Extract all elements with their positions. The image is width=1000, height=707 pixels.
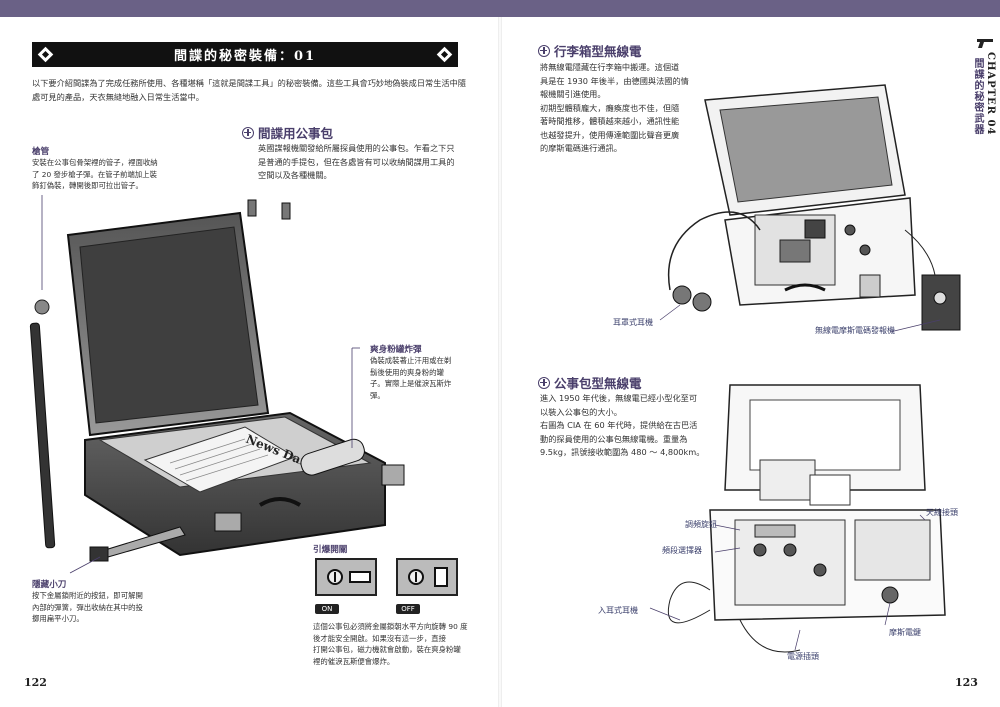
lock-slot-vertical xyxy=(434,567,448,587)
crosshair-icon xyxy=(538,44,550,57)
tuning-knob-label: 調頻旋鈕 xyxy=(685,520,717,529)
detonator-text: 後才能安全開啟。如果沒有這一步，直接 xyxy=(313,633,447,643)
hidden-knife-text: 內部的彈簧，彈出收納在其中的投 xyxy=(32,602,143,612)
gun-pipe-text: 了 20 發步槍子彈。在管子前端加上裝 xyxy=(32,169,157,179)
section-title: 行李箱型無線電 xyxy=(554,44,642,59)
body-line: 以裝入公事包的大小。 xyxy=(540,406,622,417)
powder-bomb-text: 鬍後使用的爽身粉的罐 xyxy=(370,367,444,377)
detonator-text: 這個公事包必須將金屬鎖朝水平方向旋轉 90 度 xyxy=(313,622,468,631)
briefcase-radio-body: 進入 1950 年代後，無線電已經小型化至可 以裝入公事包的大小。 右圖為 CI… xyxy=(540,392,720,460)
powder-bomb-title: 爽身粉罐炸彈 xyxy=(370,345,422,355)
switch-off-diagram xyxy=(396,558,458,596)
diamond-ornament-icon xyxy=(436,46,453,63)
in-ear-earphone-label: 入耳式耳機 xyxy=(598,606,638,615)
section-title: 間諜用公事包 xyxy=(258,126,334,141)
lock-slot-horizontal xyxy=(349,571,371,583)
left-page-banner: 間諜的秘密裝備：01 xyxy=(32,42,458,67)
detonator-text: 裡的催淚瓦斯便會爆炸。 xyxy=(313,656,395,666)
gun-pipe-label: 槍管 安裝在公事包骨架裡的管子，裡面收納 了 20 發步槍子彈。在管子前端加上裝… xyxy=(32,145,162,192)
lock-knob-icon xyxy=(327,569,343,585)
body-line: 將無線電隱藏在行李箱中搬運。這個道 xyxy=(540,62,680,72)
power-plug-label: 電源插頭 xyxy=(787,652,819,661)
section-heading-suitcase-radio: 行李箱型無線電 xyxy=(538,41,642,60)
right-page-number: 123 xyxy=(955,676,978,689)
hidden-knife-title: 隱藏小刀 xyxy=(32,580,67,590)
section-body-line: 英國諜報機關發給所屬探員使用的公事包。乍看之下只 xyxy=(258,143,455,153)
switch-off-tag: OFF xyxy=(396,604,420,614)
body-line: 也越發提升，使用傳達範圍比聲音更廣 xyxy=(540,129,680,140)
gun-pipe-text: 飾釘偽裝，轉開後即可拉出管子。 xyxy=(32,181,143,190)
hidden-knife-text: 擲用扁平小刀。 xyxy=(32,614,84,623)
morse-key-label: 摩斯電鍵 xyxy=(889,628,921,637)
body-line: 著時間推移，體積越來越小，通訊性能 xyxy=(540,116,680,126)
banner-title: 間諜的秘密裝備：01 xyxy=(173,49,317,64)
lock-knob-icon xyxy=(408,569,424,585)
hidden-knife-text: 按下金屬鎖附近的按鈕，即可解開 xyxy=(32,591,143,600)
body-line: 報機關引進使用。 xyxy=(540,89,606,99)
section-title: 公事包型無線電 xyxy=(554,376,642,391)
left-page-number: 122 xyxy=(24,676,47,689)
suitcase-radio-body: 將無線電隱藏在行李箱中搬運。這個道 具是在 1930 年後半，由德國與法國的情 … xyxy=(540,61,700,156)
powder-bomb-label: 爽身粉罐炸彈 偽裝成裝著止汗用或在剃 鬍後使用的爽身粉的罐 子。實際上是催淚瓦斯… xyxy=(370,343,470,401)
body-line: 初期型體積龐大，癱瘓度也不佳，但隨 xyxy=(540,102,680,113)
switch-on-tag: ON xyxy=(315,604,339,614)
earphone-label: 耳罩式耳機 xyxy=(613,318,653,327)
section-body: 英國諜報機關發給所屬探員使用的公事包。乍看之下只 是普通的手提包，但在各處皆有可… xyxy=(258,142,480,183)
body-line: 具是在 1930 年後半，由德國與法國的情 xyxy=(540,75,689,86)
crosshair-icon xyxy=(242,126,254,139)
body-line: 動的探員使用的公事包無線電機。重量為 xyxy=(540,433,688,444)
body-line: 9.5kg，訊號接收範圍為 480 ～ 4,800km。 xyxy=(540,447,705,457)
detonator-text: 打開公事包，磁力機就會啟動，裝在爽身粉罐 xyxy=(313,645,461,654)
pistol-icon xyxy=(977,39,993,48)
book-spine xyxy=(498,17,502,707)
briefcase-radio-illustration xyxy=(649,384,946,653)
body-line: 右圖為 CIA 在 60 年代時，提供給在古巴活 xyxy=(540,420,698,430)
hidden-knife-label: 隱藏小刀 按下金屬鎖附近的按鈕，即可解開 內部的彈簧，彈出收納在其中的投 擲用扁… xyxy=(32,578,192,625)
section-body-line: 空間以及各種機關。 xyxy=(258,170,332,180)
chapter-tab: CHAPTER 04 間諜的秘密武器 xyxy=(972,52,996,136)
body-line: 進入 1950 年代後，無線電已經小型化至可 xyxy=(540,393,698,403)
chapter-number: CHAPTER 04 xyxy=(985,52,996,136)
crosshair-icon xyxy=(538,376,550,389)
section-heading-briefcase-radio: 公事包型無線電 xyxy=(538,373,642,392)
detonator-description: 這個公事包必須將金屬鎖朝水平方向旋轉 90 度 後才能安全開啟。如果沒有這一步，… xyxy=(313,621,473,667)
gun-pipe-title: 槍管 xyxy=(32,147,50,157)
chapter-subtitle: 間諜的秘密武器 xyxy=(972,58,983,135)
gun-pipe-text: 安裝在公事包骨架裡的管子，裡面收納 xyxy=(32,158,158,167)
detonator-title: 引爆開關 xyxy=(313,545,348,555)
morse-transmitter-label: 無線電摩斯電碼發報機 xyxy=(815,326,895,335)
section-body-line: 是普通的手提包，但在各處皆有可以收納間諜用工具的 xyxy=(258,156,455,167)
section-heading-briefcase: 間諜用公事包 xyxy=(242,123,333,142)
powder-bomb-text: 偽裝成裝著止汗用或在剃 xyxy=(370,356,452,365)
powder-bomb-text: 彈。 xyxy=(370,390,385,400)
powder-bomb-text: 子。實際上是催淚瓦斯炸 xyxy=(370,379,452,388)
spy-briefcase-illustration: News Dail xyxy=(29,195,405,574)
top-color-bar xyxy=(0,0,1000,17)
body-line: 的摩斯電碼進行通訊。 xyxy=(540,143,622,153)
band-selector-label: 頻段選擇器 xyxy=(662,546,702,555)
suitcase-radio-illustration xyxy=(659,84,961,333)
diamond-ornament-icon xyxy=(37,46,54,63)
antenna-connector-label: 天線接頭 xyxy=(926,508,958,517)
intro-paragraph: 以下要介紹間諜為了完成任務所使用、各種堪稱「這就是間諜工具」的秘密裝備。這些工具… xyxy=(32,78,466,102)
switch-on-diagram xyxy=(315,558,377,596)
